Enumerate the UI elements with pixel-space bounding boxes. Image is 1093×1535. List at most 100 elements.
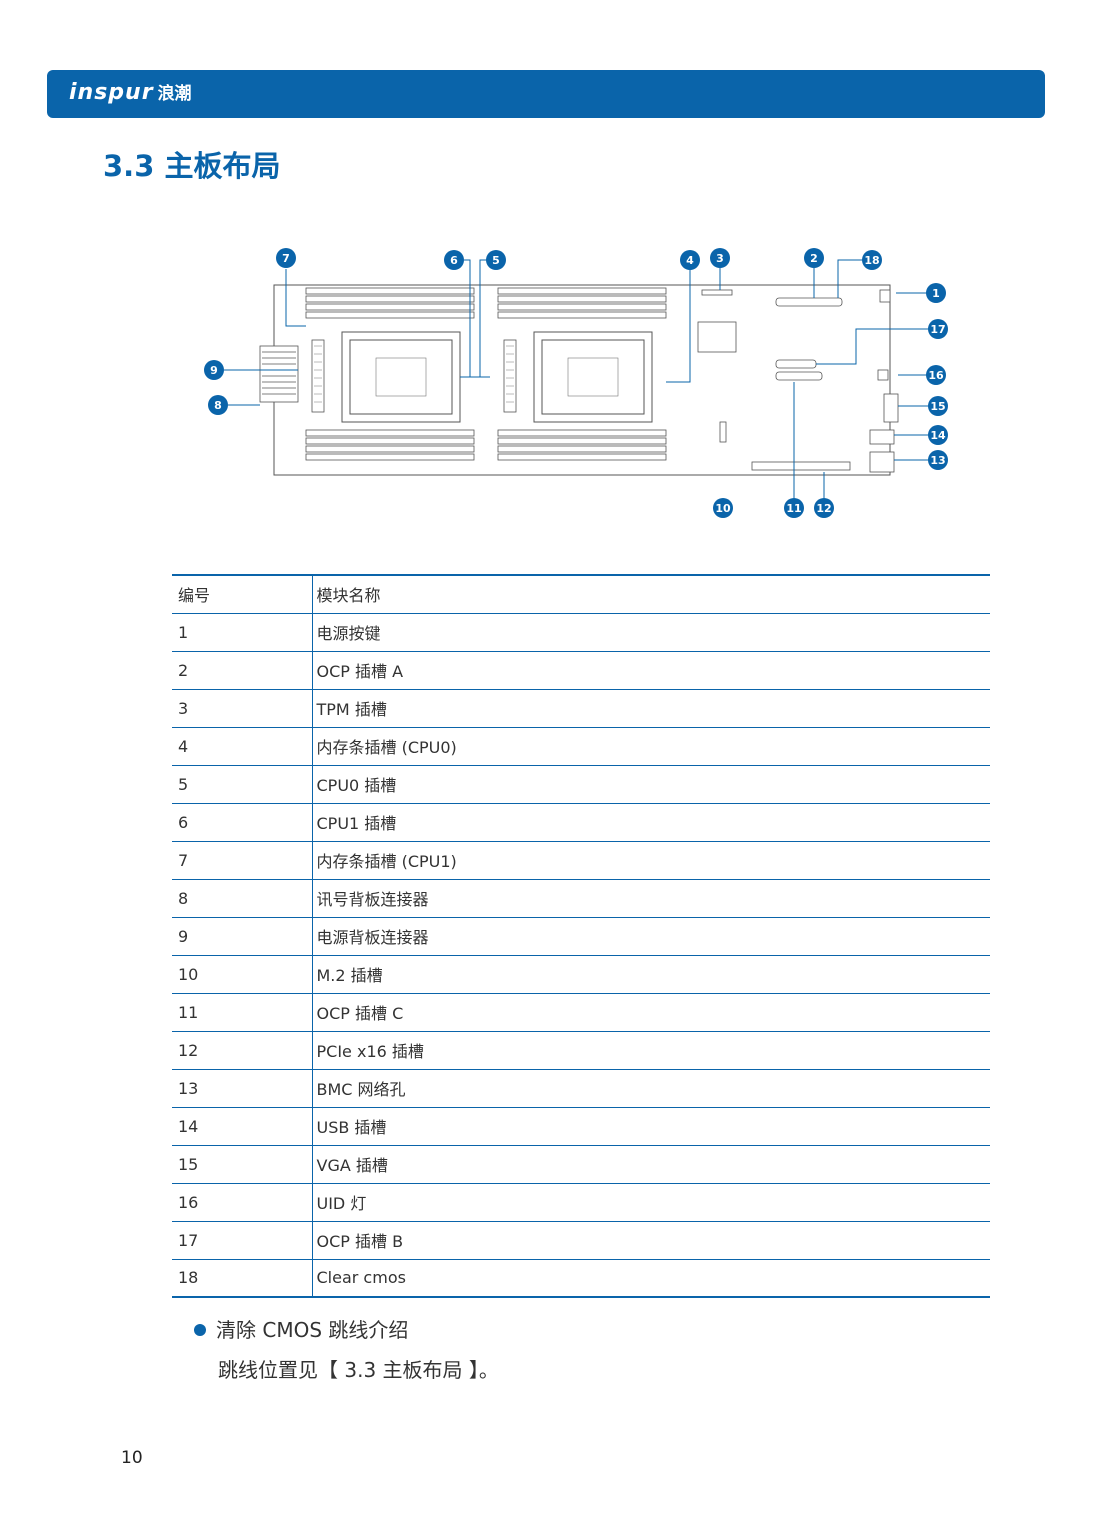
- row-number: 12: [172, 1031, 313, 1070]
- svg-text:2: 2: [810, 252, 818, 265]
- row-number: 9: [172, 917, 313, 956]
- svg-text:11: 11: [786, 502, 801, 515]
- row-module-name: CPU1 插槽: [312, 803, 990, 842]
- row-number: 8: [172, 879, 313, 918]
- row-module-name: OCP 插槽 A: [312, 651, 990, 690]
- row-number: 6: [172, 803, 313, 842]
- tpm-slot: [701, 289, 733, 296]
- ocp-slot-a: [775, 297, 843, 307]
- svg-text:15: 15: [930, 400, 945, 413]
- bullet-dot-icon: [194, 1323, 206, 1336]
- svg-text:12: 12: [816, 502, 831, 515]
- row-module-name: 讯号背板连接器: [312, 879, 990, 918]
- bullet-text: 清除 CMOS 跳线介绍: [216, 1318, 409, 1342]
- row-module-name: OCP 插槽 C: [312, 993, 990, 1032]
- callout-14: 14: [928, 425, 948, 445]
- row-number: 7: [172, 841, 313, 880]
- row-number: 10: [172, 955, 313, 994]
- table-header-row: 编号 模块名称: [172, 574, 990, 614]
- callout-1: 1: [926, 283, 946, 303]
- svg-text:4: 4: [686, 254, 694, 267]
- row-number: 3: [172, 689, 313, 728]
- callout-17: 17: [928, 319, 948, 339]
- svg-text:13: 13: [930, 454, 945, 467]
- brand-cn: 浪潮: [157, 84, 192, 104]
- callout-7: 7: [276, 248, 296, 268]
- row-number: 18: [172, 1259, 313, 1298]
- svg-text:7: 7: [282, 252, 290, 265]
- svg-text:1: 1: [932, 287, 940, 300]
- callout-8: 8: [208, 395, 228, 415]
- row-module-name: 电源背板连接器: [312, 917, 990, 956]
- callout-11: 11: [784, 498, 804, 518]
- svg-text:5: 5: [492, 254, 500, 267]
- svg-text:14: 14: [930, 429, 946, 442]
- svg-text:9: 9: [210, 364, 218, 377]
- row-number: 16: [172, 1183, 313, 1222]
- callout-3: 3: [710, 248, 730, 268]
- row-module-name: VGA 插槽: [312, 1145, 990, 1184]
- svg-text:17: 17: [930, 323, 945, 336]
- row-module-name: OCP 插槽 B: [312, 1221, 990, 1260]
- callout-9: 9: [204, 360, 224, 380]
- body-text: 跳线位置见【 3.3 主板布局 】。: [218, 1358, 499, 1382]
- callout-13: 13: [928, 450, 948, 470]
- header-module-name: 模块名称: [312, 574, 990, 614]
- brand-latin: inspur: [69, 80, 154, 105]
- m2-slot: [719, 421, 727, 443]
- callout-15: 15: [928, 396, 948, 416]
- page-title: 3.3 主板布局: [103, 149, 281, 183]
- svg-text:8: 8: [214, 399, 222, 412]
- row-number: 14: [172, 1107, 313, 1146]
- row-module-name: M.2 插槽: [312, 955, 990, 994]
- callout-2: 2: [804, 248, 824, 268]
- row-number: 1: [172, 613, 313, 652]
- callout-12: 12: [814, 498, 834, 518]
- callout-5: 5: [486, 250, 506, 270]
- svg-text:10: 10: [715, 502, 731, 515]
- row-module-name: CPU0 插槽: [312, 765, 990, 804]
- page-number: 10: [121, 1448, 143, 1468]
- pcie-slot: [751, 461, 851, 471]
- row-module-name: BMC 网络孔: [312, 1069, 990, 1108]
- row-module-name: 内存条插槽 (CPU0): [312, 727, 990, 766]
- row-module-name: Clear cmos: [312, 1259, 990, 1298]
- callout-6: 6: [444, 250, 464, 270]
- callout-4: 4: [680, 250, 700, 270]
- row-module-name: 内存条插槽 (CPU1): [312, 841, 990, 880]
- row-number: 4: [172, 727, 313, 766]
- svg-text:6: 6: [450, 254, 458, 267]
- row-module-name: USB 插槽: [312, 1107, 990, 1146]
- row-module-name: 电源按键: [312, 613, 990, 652]
- ocp-slot-c: [775, 371, 823, 381]
- ocp-slot-b: [775, 359, 817, 369]
- callout-10: 10: [713, 498, 733, 518]
- callout-18: 18: [862, 250, 882, 270]
- header-number: 编号: [172, 574, 313, 614]
- chipset: [697, 321, 737, 353]
- row-module-name: UID 灯: [312, 1183, 990, 1222]
- row-module-name: PCIe x16 插槽: [312, 1031, 990, 1070]
- callout-16: 16: [926, 365, 946, 385]
- dimm-slots: [305, 287, 667, 461]
- row-number: 13: [172, 1069, 313, 1108]
- row-module-name: TPM 插槽: [312, 689, 990, 728]
- row-number: 17: [172, 1221, 313, 1260]
